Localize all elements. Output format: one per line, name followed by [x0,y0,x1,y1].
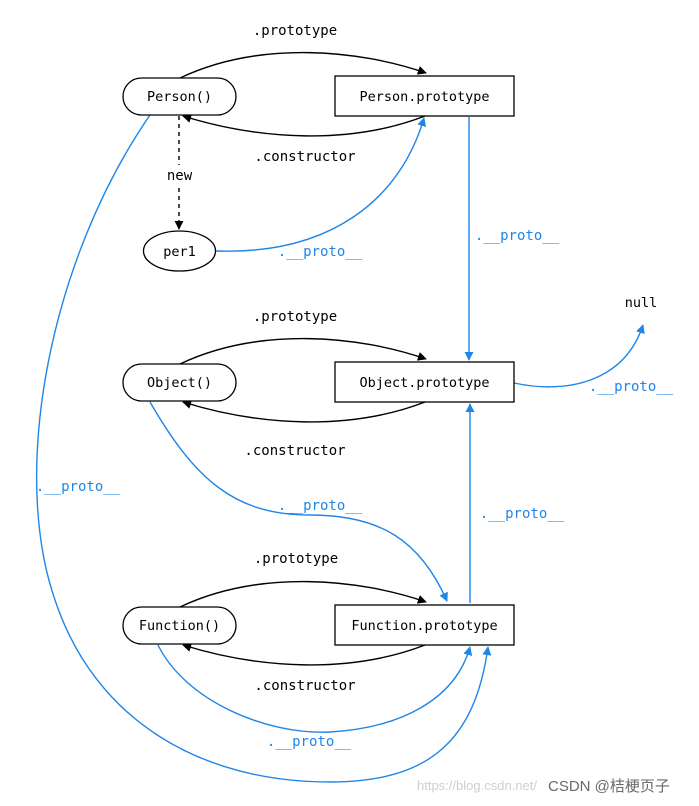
node-per1-label: per1 [163,244,196,260]
label-new: new [167,168,193,184]
label-functionproto-proto: .__proto__ [480,506,565,522]
label-function-prototype: .prototype [254,551,338,567]
node-object-label: Object() [147,375,212,391]
label-person-constructor: .constructor [254,149,355,165]
node-function-label: Function() [139,618,220,634]
label-person-proto: .__proto__ [36,479,121,495]
label-object-prototype: .prototype [253,309,337,325]
label-objectproto-proto: .__proto__ [589,379,674,395]
edge-objectproto-proto [513,324,645,388]
label-function-proto: .__proto__ [267,734,352,750]
node-function-prototype: Function.prototype [334,604,515,646]
edge-object-constructor [182,400,426,423]
watermark-credit: CSDN @桔梗页子 [548,778,670,795]
edge-person-constructor [182,114,426,137]
label-personproto-proto: .__proto__ [475,228,560,244]
label-person-prototype: .prototype [253,23,337,39]
node-function-prototype-label: Function.prototype [351,618,497,634]
node-person-prototype: Person.prototype [334,75,515,117]
node-person: Person() [122,77,237,116]
edge-function-proto [157,644,473,733]
edge-per1-proto [215,117,427,252]
label-object-constructor: .constructor [244,443,345,459]
node-object-prototype: Object.prototype [334,361,515,403]
edge-function-constructor [182,643,426,666]
label-function-constructor: .constructor [254,678,355,694]
label-per1-proto: .__proto__ [278,244,363,260]
edge-function-prototype [179,580,427,608]
node-person-label: Person() [147,89,212,105]
edge-person-proto [35,114,492,783]
node-object: Object() [122,363,237,402]
node-function: Function() [122,606,237,645]
node-null-label: null [625,295,658,311]
label-object-proto: .__proto__ [278,498,363,514]
edge-person-prototype [179,51,427,79]
watermark-url: https://blog.csdn.net/ [417,778,537,793]
label-new-backdrop [162,165,196,185]
edge-object-proto [149,401,448,602]
edge-object-prototype [179,337,427,365]
node-person-prototype-label: Person.prototype [359,89,489,105]
node-per1: per1 [142,230,217,272]
node-object-prototype-label: Object.prototype [359,375,489,391]
